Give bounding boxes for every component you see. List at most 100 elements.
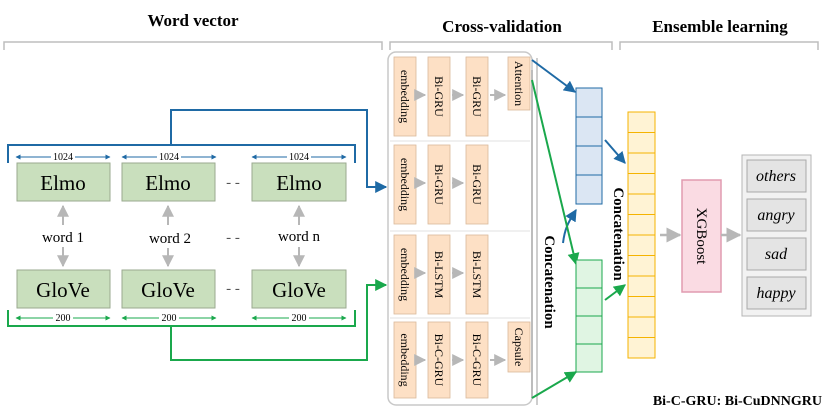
class-label-sad: sad (765, 246, 788, 263)
glove-box-1 (16, 269, 111, 309)
cv-layer-label: Bi-LSTM (432, 251, 446, 299)
concatenated-feature-stack (627, 111, 656, 359)
cv-layer-box (427, 56, 451, 137)
feature-cell (627, 111, 656, 133)
glove-box-3 (251, 269, 347, 309)
feature-cell (575, 259, 603, 289)
elmo-dimension-row: 1024 1024 1024 (15, 151, 347, 163)
word-ellipsis: - - (226, 230, 240, 246)
cv-layer-label: Attention (512, 61, 526, 106)
cv-layer-box (427, 234, 451, 315)
cv-layer-label: embedding (398, 158, 412, 211)
elmo-dim-label-2: 1024 (159, 152, 179, 163)
feature-cell (627, 337, 656, 359)
section-title-ensemble-learning: Ensemble learning (652, 17, 788, 36)
glove-feature-stack (575, 259, 603, 373)
cv-layer-box (465, 56, 489, 137)
section-title-cross-validation: Cross-validation (442, 17, 562, 36)
glove-dim-label-3: 200 (292, 313, 307, 324)
class-box-happy (746, 276, 807, 310)
cv-to-green-arrow-top (531, 79, 580, 266)
xgboost-label: XGBoost (693, 208, 709, 266)
elmo-ellipsis: - - (226, 175, 240, 191)
elmo-box-2 (121, 162, 216, 202)
elmo-dim-label-1: 1024 (53, 152, 73, 163)
ensemble-concatenation-label: Concatenation (610, 187, 626, 281)
elmo-bracket (7, 144, 356, 163)
cv-layer-box (427, 144, 451, 225)
glove-dimension-row: 200 200 200 (15, 312, 347, 324)
word-label-2: word 2 (149, 231, 191, 247)
word-label-n: word n (278, 229, 321, 245)
feature-cell (627, 193, 656, 215)
cv-layer-label: embedding (398, 70, 412, 123)
cv-layer-box (465, 321, 489, 399)
feature-cell (627, 152, 656, 174)
class-box-sad (746, 237, 807, 271)
feature-cell (575, 145, 603, 176)
cv-layer-box (427, 321, 451, 399)
feature-cell (575, 116, 603, 147)
feature-cell (575, 87, 603, 118)
glove-dim-label-2: 200 (162, 313, 177, 324)
feature-cell (627, 255, 656, 277)
class-label-happy: happy (756, 285, 796, 302)
glove-connector-arrow (170, 279, 388, 361)
glove-dim-label-1: 200 (56, 313, 71, 324)
ensemble-section: Concatenation XGBoost others angry sad happ… (575, 87, 812, 373)
footnote: Bi-C-GRU: Bi-CuDNNGRU (653, 394, 822, 409)
feature-cell (627, 173, 656, 195)
cv-to-blue-arrow-top (531, 59, 576, 93)
feature-cell (575, 343, 603, 373)
feature-cell (627, 132, 656, 154)
cv-concatenation-label: Concatenation (541, 235, 557, 329)
cv-layer-label: Bi-GRU (470, 76, 484, 117)
glove-bracket (7, 310, 356, 327)
class-label-others: others (756, 168, 796, 185)
green-to-orange-arrow (604, 284, 626, 301)
class-box-others (746, 159, 807, 193)
cv-layer-box (465, 144, 489, 225)
class-box-angry (746, 198, 807, 232)
cv-layer-box (507, 56, 531, 111)
cv-layer-label: Bi-GRU (432, 164, 446, 205)
cv-layer-label: embedding (398, 248, 412, 301)
cv-to-blue-arrow-mid (562, 208, 577, 244)
feature-cell (575, 174, 603, 205)
word-label-1: word 1 (42, 230, 84, 246)
feature-cell (627, 234, 656, 256)
elmo-box-1 (16, 162, 111, 202)
cv-to-green-arrow-bottom (531, 371, 578, 399)
cv-layer-label: embedding (398, 333, 412, 386)
glove-label-3: GloVe (272, 278, 326, 302)
glove-box-2 (121, 269, 216, 309)
elmo-dim-label-3: 1024 (289, 152, 309, 163)
feature-cell (575, 315, 603, 345)
cv-layer-label: Bi-GRU (432, 76, 446, 117)
elmo-label-1: Elmo (40, 171, 86, 195)
glove-label-1: GloVe (36, 278, 90, 302)
elmo-connector-arrow (170, 109, 388, 193)
word-vector-section: 1024 1024 1024 Elmo Elmo - - Elmo word 1… (7, 109, 388, 361)
feature-cell (627, 275, 656, 297)
blue-to-orange-arrow (604, 139, 626, 164)
cv-layer-label: Bi-C-GRU (470, 334, 484, 387)
cv-layer-label: Bi-C-GRU (432, 334, 446, 387)
cv-layer-label: Capsule (512, 328, 526, 367)
bracket-word-vector (3, 41, 383, 50)
elmo-label-2: Elmo (145, 171, 191, 195)
elmo-label-3: Elmo (276, 171, 322, 195)
feature-cell (575, 287, 603, 317)
cv-layer-box (465, 234, 489, 315)
cv-layer-label: Bi-GRU (470, 164, 484, 205)
elmo-feature-stack (575, 87, 603, 205)
cv-layer-label: Bi-LSTM (470, 251, 484, 299)
elmo-box-3 (251, 162, 347, 202)
class-label-angry: angry (757, 207, 795, 224)
glove-label-2: GloVe (141, 278, 195, 302)
feature-cell (627, 214, 656, 236)
bracket-ensemble-learning (619, 41, 819, 50)
feature-cell (627, 296, 656, 318)
